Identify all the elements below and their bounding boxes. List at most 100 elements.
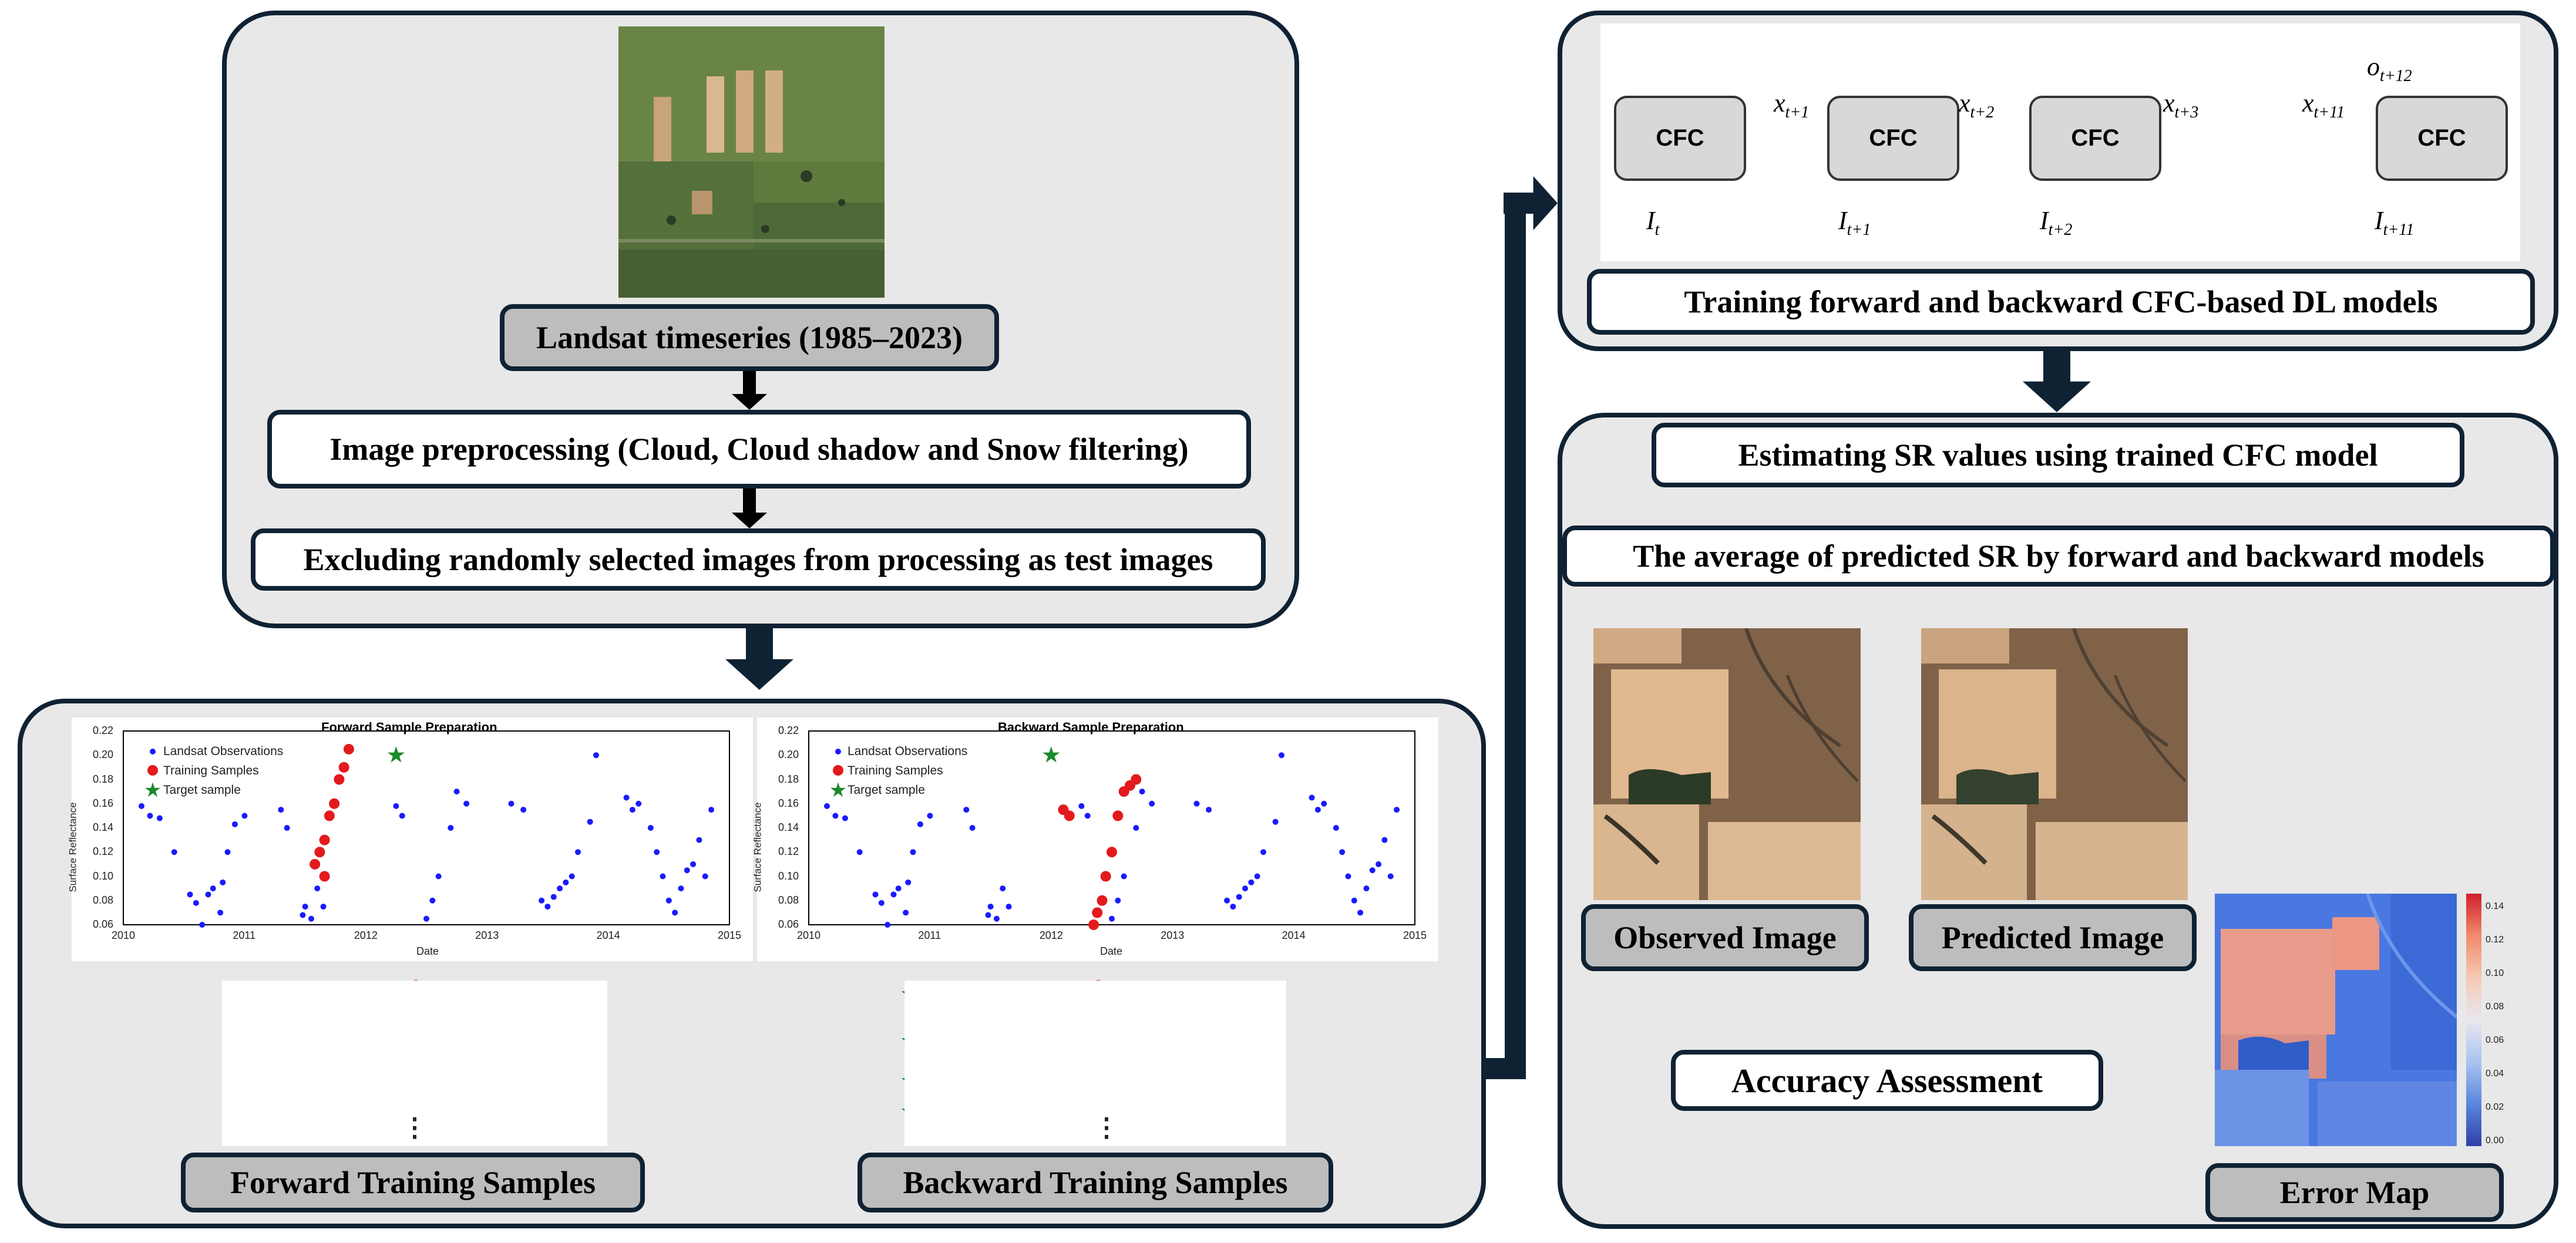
average-box: The average of predicted SR by forward a…: [1562, 526, 2555, 587]
backward-plot-observation-point: [927, 813, 933, 819]
backward-plot-y-tick: 0.20: [778, 749, 799, 761]
forward-plot-legend-marker-observations: [150, 749, 156, 754]
forward-plot-observation-point: [557, 885, 563, 892]
forward-plot-observation-point: [187, 891, 193, 898]
backward-plot-observation-point: [1248, 879, 1255, 885]
forward-plot-training-point: [324, 810, 335, 821]
forward-plot-observation-point: [429, 897, 436, 904]
legend-training: Training Samples: [848, 764, 943, 777]
label-x-t1: xt+1: [1774, 89, 1810, 122]
backward-plot-observation-point: [1230, 904, 1236, 910]
backward-plot-observation-point: [905, 879, 912, 885]
flow-arrow-down: [732, 489, 767, 528]
backward-plot-observation-point: [878, 900, 885, 906]
cfc-cell-label: CFC: [1656, 125, 1704, 151]
backward-samples-box: Backward Training Samples: [857, 1153, 1333, 1212]
backward-plot-y-tick: 0.08: [778, 894, 799, 906]
forward-plot-observation-point: [635, 800, 642, 807]
forward-plot-observation-point: [696, 837, 702, 843]
backward-plot-observation-point: [872, 891, 879, 898]
backward-plot-training-point: [1064, 810, 1075, 821]
forward-plot-x-tick: 2010: [112, 929, 136, 941]
backward-plot-observation-point: [1260, 849, 1266, 855]
forward-plot-observation-point: [393, 803, 399, 809]
backward-plot-observation-point: [823, 803, 830, 809]
landsat-image: [618, 26, 885, 298]
landsat-timeseries-label: Landsat timeseries (1985–2023): [536, 320, 963, 355]
backward-plot-observation-point: [1369, 867, 1376, 874]
forward-plot-training-point: [334, 774, 345, 785]
backward-plot-observation-point: [903, 909, 909, 916]
backward-plot-observation-point: [895, 885, 902, 892]
backward-plot-observation-point: [1078, 803, 1085, 809]
forward-plot-training-point: [314, 847, 325, 858]
cfc-cell-label: CFC: [1869, 125, 1918, 151]
forward-plot-observation-point: [231, 821, 238, 827]
backward-plot-observation-point: [885, 922, 891, 928]
forward-sample-strips: [222, 981, 607, 1146]
error-map-label: Error Map: [2279, 1175, 2430, 1210]
backward-plot-y-tick: 0.22: [778, 725, 799, 736]
cfc-cell-4: CFC: [2376, 96, 2508, 181]
predicted-image: [1921, 628, 2188, 900]
backward-plot-observation-point: [1005, 904, 1012, 910]
backward-plot-observation-point: [1381, 837, 1388, 843]
label-o-t12: ot+12: [2367, 52, 2412, 85]
backward-plot-observation-point: [1224, 897, 1230, 904]
forward-plot-x-tick: 2011: [233, 929, 256, 941]
forward-plot-x-tick: 2015: [718, 929, 742, 941]
legend-training: Training Samples: [163, 764, 259, 777]
backward-xlabel: Date: [1100, 945, 1123, 957]
forward-plot-observation-point: [241, 813, 248, 819]
forward-plot-observation-point: [300, 912, 306, 918]
excluding-box: Excluding randomly selected images from …: [251, 528, 1266, 591]
backward-plot-observation-point: [1394, 807, 1400, 813]
label-i-t2: It+2: [2040, 206, 2073, 239]
cfc-cell-1: CFC: [1614, 96, 1746, 181]
backward-plot-title: Backward Sample Preparation: [998, 720, 1184, 735]
colorbar-tick: 0.02: [2486, 1102, 2504, 1112]
label-x-t3: xt+3: [2163, 89, 2199, 122]
predicted-image-box: Predicted Image: [1909, 904, 2197, 971]
forward-plot-training-point: [319, 834, 330, 845]
forward-plot-y-tick: 0.08: [93, 894, 114, 906]
preprocessing-label: Image preprocessing (Cloud, Cloud shadow…: [329, 432, 1189, 467]
forward-plot-observation-point: [678, 885, 684, 892]
backward-plot-x-tick: 2015: [1403, 929, 1427, 941]
predicted-image-label: Predicted Image: [1941, 920, 2164, 955]
forward-plot-observation-point: [647, 825, 654, 831]
backward-plot-y-tick: 0.06: [778, 918, 799, 930]
forward-plot-y-tick: 0.16: [93, 797, 114, 809]
colorbar-tick: 0.08: [2486, 1002, 2504, 1012]
backward-plot-y-tick: 0.12: [778, 845, 799, 858]
forward-plot-observation-point: [575, 849, 581, 855]
backward-plot-y-tick: 0.14: [778, 821, 799, 833]
backward-plot-legend-marker-training: [833, 765, 843, 776]
forward-plot-observation-point: [623, 794, 630, 801]
forward-plot-training-point: [319, 871, 330, 882]
forward-plot-observation-point: [672, 909, 678, 916]
backward-plot-observation-point: [856, 849, 863, 855]
colorbar-tick: 0.14: [2486, 901, 2504, 911]
forward-plot-observation-point: [587, 818, 593, 825]
forward-plot-y-tick: 0.20: [93, 749, 114, 761]
legend-target: Target sample: [163, 783, 241, 797]
backward-sample-strips: [904, 981, 1286, 1146]
backward-plot-training-point: [1107, 847, 1117, 858]
colorbar-tick: 0.04: [2486, 1069, 2504, 1079]
panel-link-arrow: [2023, 351, 2091, 412]
label-x-t11: xt+11: [2302, 89, 2345, 122]
observed-image-label: Observed Image: [1613, 920, 1837, 955]
forward-plot-observation-point: [550, 894, 557, 900]
label-i-t: It: [1646, 206, 1660, 239]
forward-samples-box: Forward Training Samples: [181, 1153, 645, 1212]
backward-plot-training-point: [1112, 810, 1124, 821]
backward-plot-observation-point: [832, 813, 839, 819]
backward-plot-observation-point: [1309, 794, 1315, 801]
backward-plot-axes-frame: [808, 730, 1415, 925]
forward-plot-observation-point: [205, 891, 211, 898]
backward-plot-observation-point: [910, 849, 916, 855]
observed-image: [1593, 628, 1861, 900]
landsat-image-graphic: [618, 26, 885, 298]
label-i-t11: It+11: [2375, 206, 2414, 239]
